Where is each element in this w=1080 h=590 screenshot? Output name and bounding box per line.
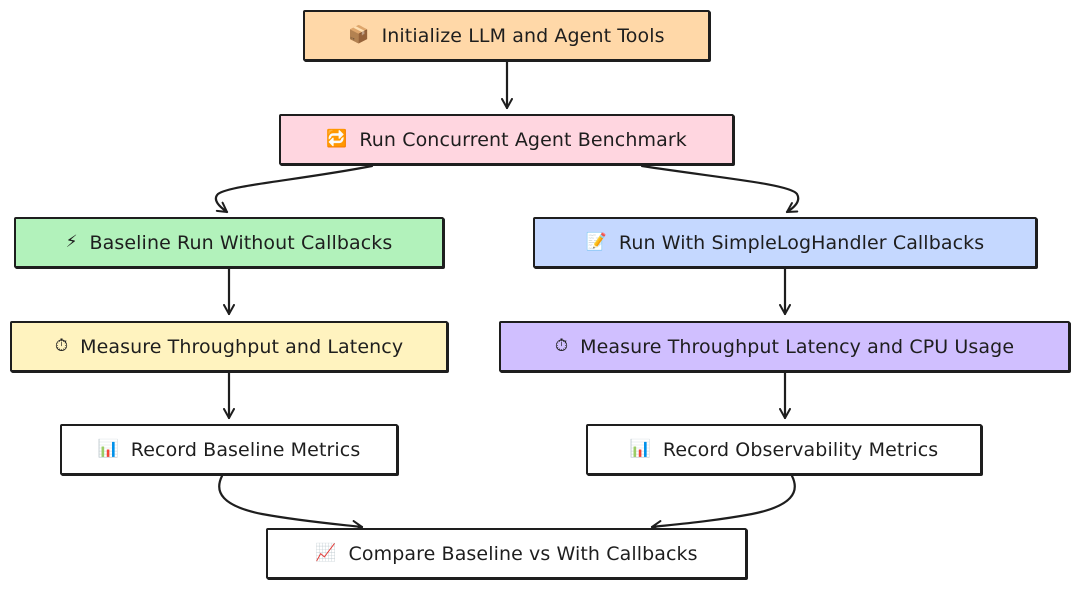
node-label: Run With SimpleLogHandler Callbacks [618,231,985,254]
node-compare: 📈 Compare Baseline vs With Callbacks [266,528,747,579]
node-label: Compare Baseline vs With Callbacks [348,542,698,565]
lightning-icon: ⚡ [65,232,78,252]
node-baseline-run: ⚡ Baseline Run Without Callbacks [14,217,444,268]
node-label: Initialize LLM and Agent Tools [381,24,665,47]
bar-chart-icon: 📊 [629,439,651,459]
node-label: Baseline Run Without Callbacks [89,231,393,254]
node-run-benchmark: 🔁 Run Concurrent Agent Benchmark [279,114,734,165]
node-label: Measure Throughput and Latency [80,335,404,358]
node-record-baseline: 📊 Record Baseline Metrics [60,424,398,475]
bar-chart-icon: 📊 [97,439,119,459]
node-callback-run: 📝 Run With SimpleLogHandler Callbacks [533,217,1037,268]
edge-run-to-base [214,164,374,214]
stopwatch-icon: ⏱ [554,336,569,356]
node-record-observability: 📊 Record Observability Metrics [586,424,982,475]
trend-chart-icon: 📈 [315,543,337,563]
edge-rec2-to-compare [650,474,796,533]
repeat-icon: 🔁 [326,129,348,149]
node-label: Record Observability Metrics [662,438,939,461]
edge-run-to-cb [640,164,800,214]
node-measure-callbacks: ⏱ Measure Throughput Latency and CPU Usa… [499,321,1070,372]
memo-icon: 📝 [585,232,607,252]
package-icon: 📦 [348,25,370,45]
stopwatch-icon: ⏱ [54,336,69,356]
node-measure-baseline: ⏱ Measure Throughput and Latency [10,321,448,372]
node-label: Measure Throughput Latency and CPU Usage [580,335,1015,358]
node-label: Run Concurrent Agent Benchmark [359,128,687,151]
node-initialize-llm: 📦 Initialize LLM and Agent Tools [303,10,710,61]
node-label: Record Baseline Metrics [130,438,361,461]
edge-rec1-to-compare [218,474,364,532]
